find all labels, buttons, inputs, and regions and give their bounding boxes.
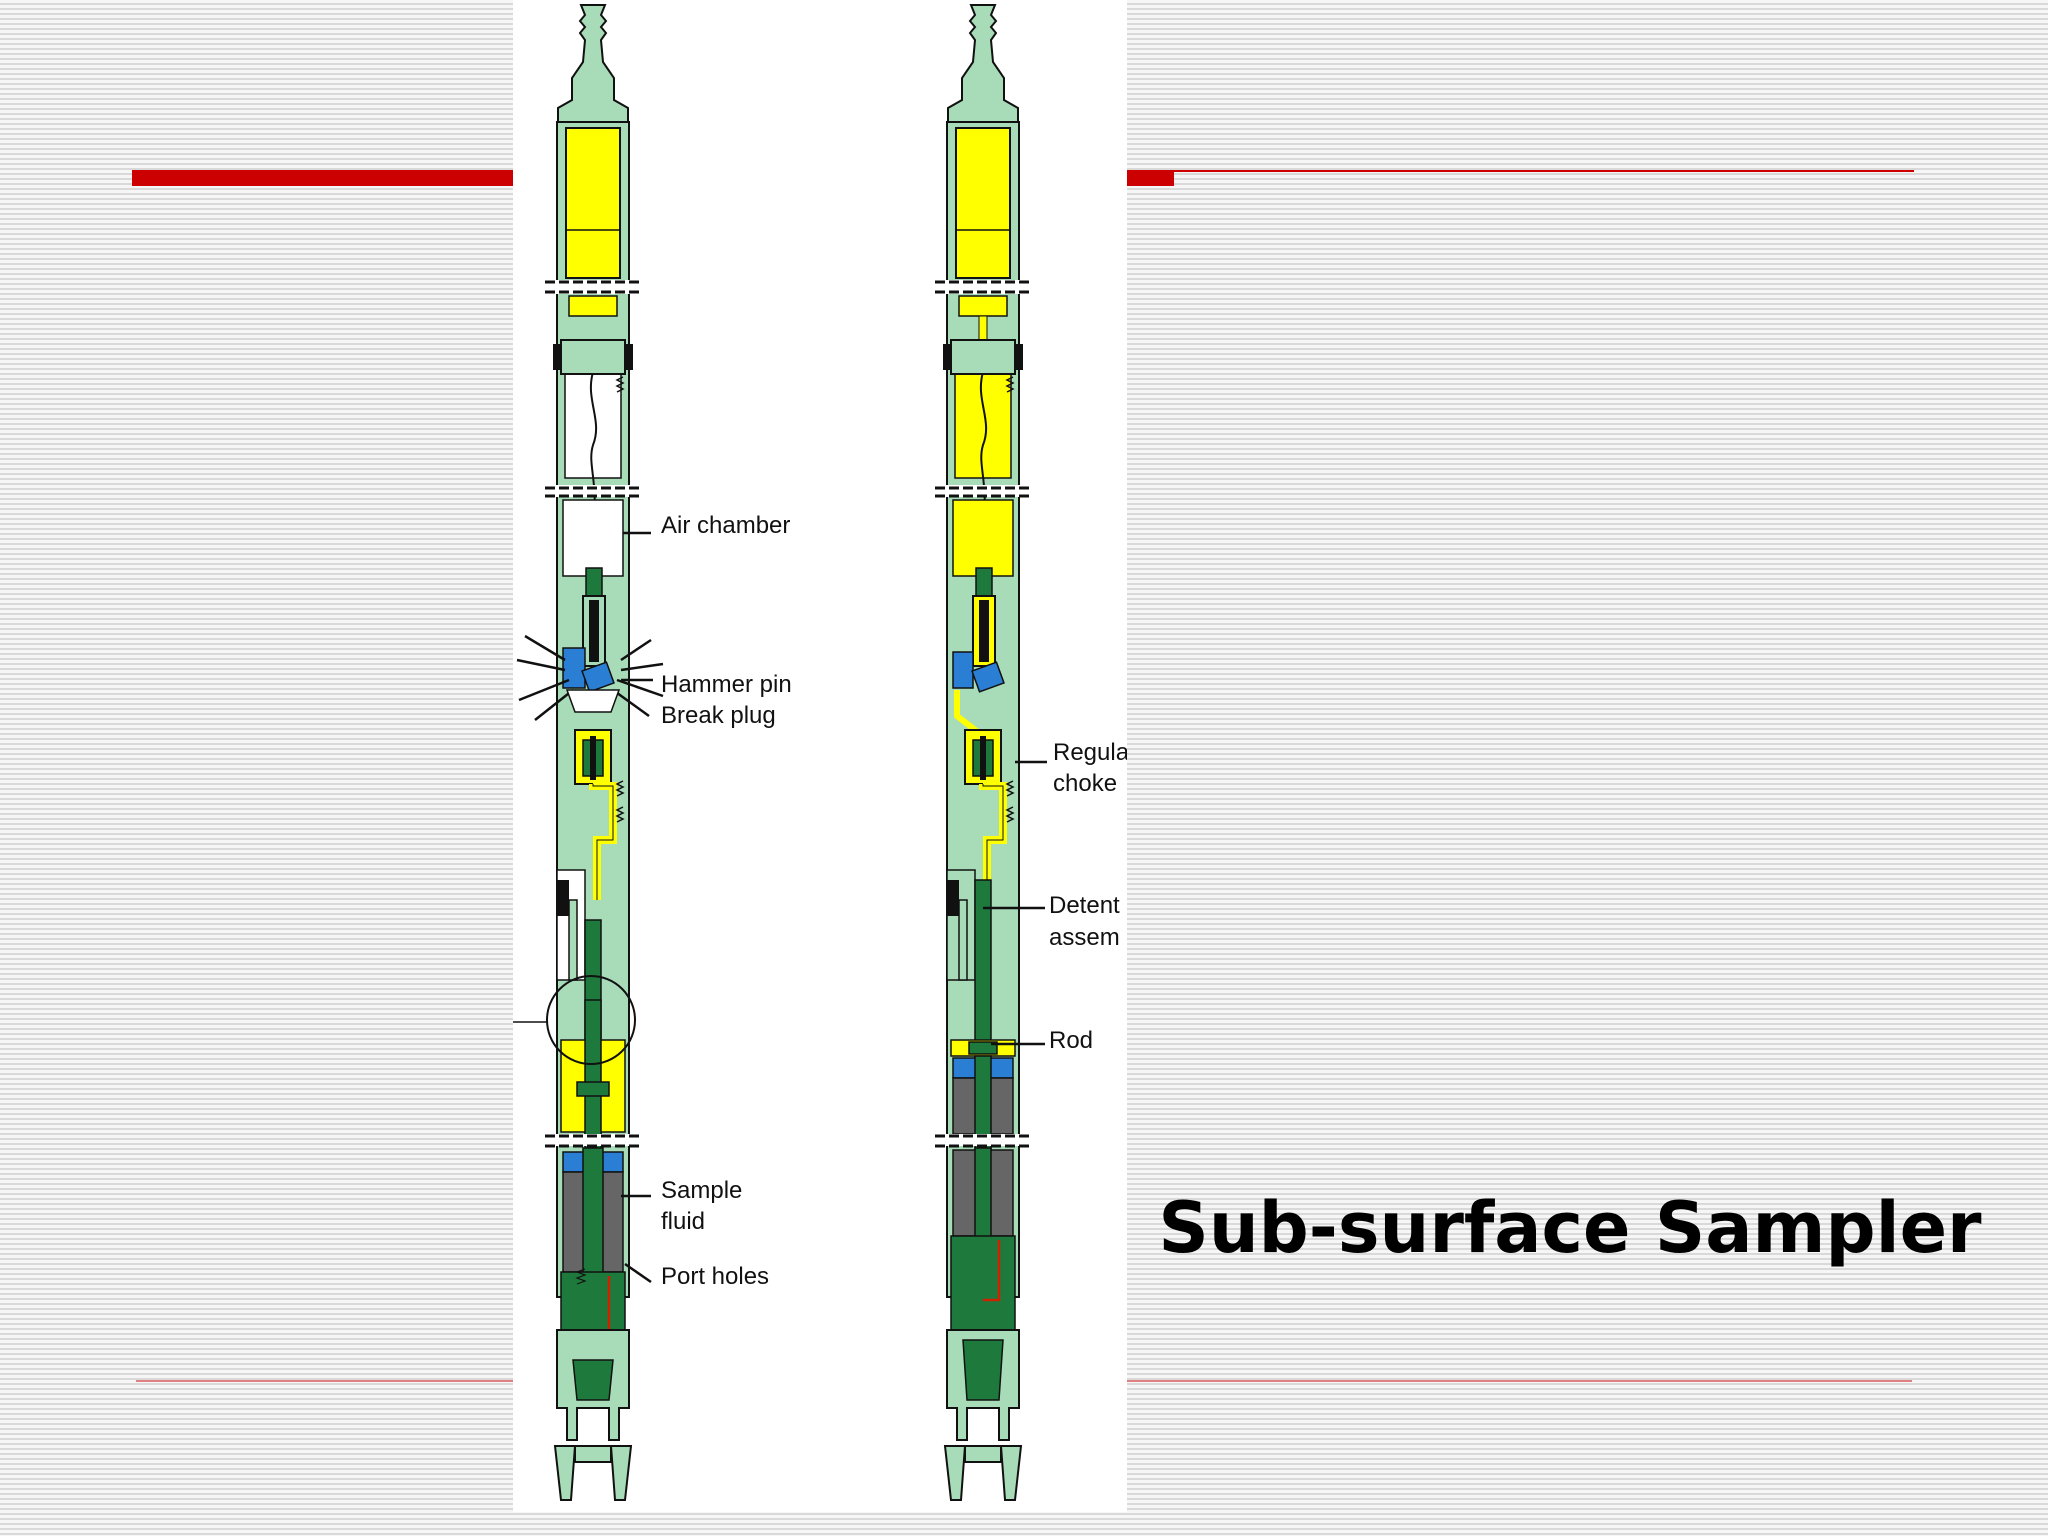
left-detent-latch [557,880,569,916]
left-port-spring [575,1268,587,1285]
label-assem: assem [1049,924,1120,951]
right-tip-bar [964,1445,1002,1463]
left-tip-bar [574,1445,612,1463]
right-passage-outline [982,784,1004,1040]
right-tip [943,1445,967,1501]
sampler-diagram: Air chamber Hammer pin Break plug Sample… [513,4,1127,1501]
sampler-diagram-panel: Air chamber Hammer pin Break plug Sample… [513,0,1127,1512]
label-hammer-pin: Hammer pin [661,671,792,698]
right-air-chamber [952,499,1014,577]
right-collar-seal [1015,344,1023,370]
right-tip [999,1445,1023,1501]
right-seal-block [952,651,974,689]
left-port-section [560,1271,626,1333]
label-regula: Regula [1053,739,1127,766]
right-fishing-neck [947,4,1019,125]
label-choke: choke [1053,770,1117,797]
left-tip [553,1445,577,1501]
right-detent-latch [958,899,968,981]
label-rod: Rod [1049,1027,1093,1054]
left-rod-lower [584,999,602,1141]
right-choke-stem [980,736,986,780]
label-port-holes: Port holes [661,1263,769,1290]
left-inner-grip [572,1359,614,1401]
right-rod-lower [974,1147,992,1239]
bottom-thin-rule-right [1126,1380,1912,1382]
top-accent-bar-right [1126,170,1174,186]
left-rod-collar [576,1081,610,1097]
left-seal-block [562,647,586,689]
right-rod-collar [968,1041,998,1055]
right-seal-block [971,661,1005,693]
right-rod-mid [974,1055,992,1137]
right-detent-latch [947,880,959,916]
right-hammer-head [975,567,993,597]
left-hammer-head [585,567,603,597]
label-detent: Detent [1049,892,1120,919]
left-choke-stem [590,736,596,780]
left-detent-latch [568,899,578,981]
left-collar-seal [625,344,633,370]
left-leader-lines [621,531,653,1284]
left-air-chamber [562,499,624,577]
right-inner-grip [962,1339,1004,1401]
right-leader-lines [983,760,1047,1046]
left-fishing-neck [557,4,629,125]
left-tip [609,1445,633,1501]
slide-title: Sub-surface Sampler [1158,1187,1982,1269]
right-top-chamber [955,127,1011,279]
left-sampler-tool [513,4,664,1501]
right-red-line [983,1240,1001,1302]
right-hammer-shaft [979,600,989,662]
top-accent-bar-left [132,170,514,186]
right-yellow-stub [958,295,1008,317]
left-break-plug-cavity [565,689,621,713]
right-spring [1005,376,1015,823]
left-detail-circle [546,975,636,1065]
left-rod-sample [582,1147,604,1279]
right-port-section [950,1235,1016,1333]
label-break-plug: Break plug [661,702,776,729]
top-thin-rule [1126,170,1914,172]
left-break-burst [516,634,664,721]
left-passage-outline [592,784,614,900]
left-spring [615,376,625,823]
left-collar-seal [553,344,561,370]
right-upper-cavity [954,369,1012,479]
left-seal-block [581,661,615,693]
left-collar [560,339,626,375]
label-fluid: fluid [661,1208,705,1235]
left-hammer-shaft [589,600,599,662]
left-top-chamber [565,127,621,279]
label-sample: Sample [661,1177,742,1204]
bottom-thin-rule-left [136,1380,514,1382]
right-collar-seal [943,344,951,370]
left-upper-cavity [564,369,622,479]
right-collar [950,339,1016,375]
right-sampler-tool [935,4,1031,1501]
label-air-chamber: Air chamber [661,512,790,539]
left-yellow-stub [568,295,618,317]
